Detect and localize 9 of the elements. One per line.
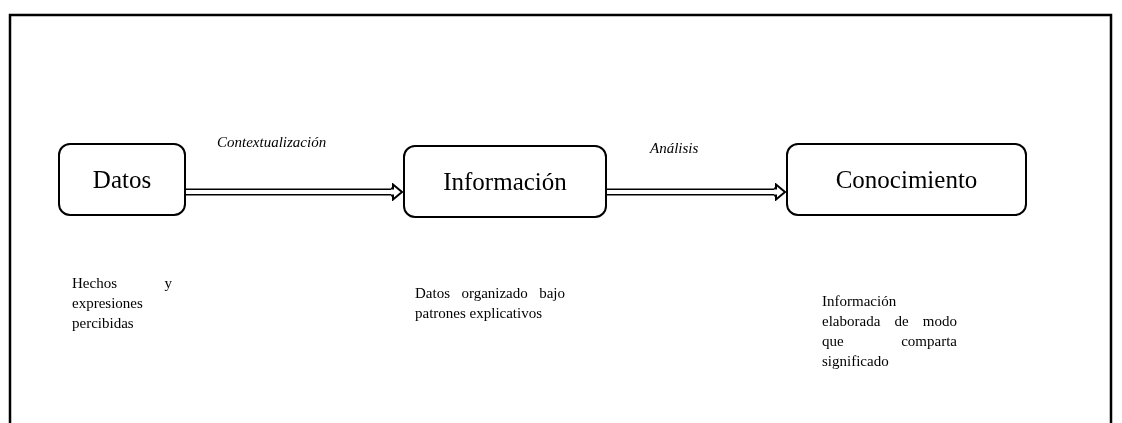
description-text: Datos organizado bajo patrones explicativos (415, 284, 565, 323)
node-label: Información (443, 167, 567, 196)
process-box (403, 145, 607, 218)
process-box (786, 143, 1027, 216)
node-label: Conocimiento (835, 165, 978, 194)
process-box (58, 143, 186, 216)
node-label: Datos (92, 165, 152, 194)
description-text: Hechos y expresiones percibidas (72, 274, 172, 333)
description-text: Información elaborada de modo que comparta significado (822, 292, 957, 371)
